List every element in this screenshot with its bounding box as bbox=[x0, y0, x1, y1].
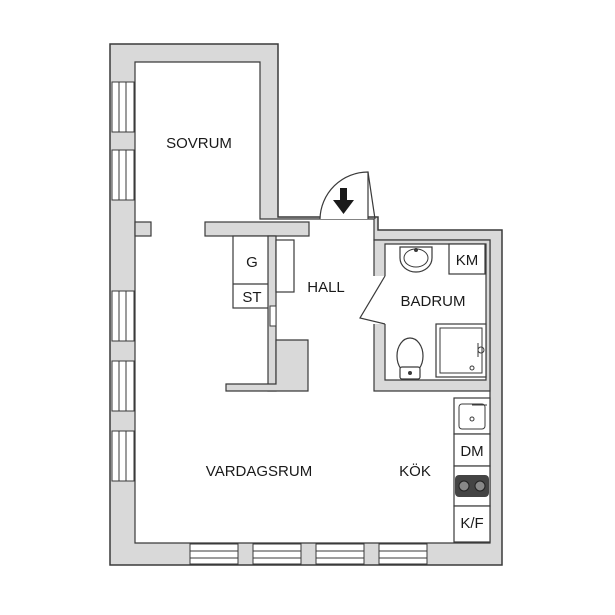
window-left-1 bbox=[111, 81, 135, 133]
room-label-sovrum: SOVRUM bbox=[166, 135, 232, 152]
sovrum-wall bbox=[204, 221, 310, 237]
hall-vardagsrum-wall bbox=[225, 339, 309, 392]
sink-icon bbox=[399, 246, 433, 273]
hall-door-slab bbox=[269, 305, 277, 327]
window-bottom-2 bbox=[252, 543, 302, 565]
fixture-label-tvattmaskin: KM bbox=[456, 252, 479, 269]
window-left-3 bbox=[111, 290, 135, 342]
room-label-vardagsrum: VARDAGSRUM bbox=[206, 463, 312, 480]
fixture-label-stad: ST bbox=[242, 289, 261, 306]
fixture-label-kylfrys: K/F bbox=[460, 515, 483, 532]
bathroom-door-swing bbox=[359, 275, 386, 325]
kitchen-sink-icon bbox=[453, 397, 491, 435]
entry-arrow-icon bbox=[333, 188, 354, 214]
room-label-kok: KÖK bbox=[399, 462, 431, 480]
window-bottom-3 bbox=[315, 543, 365, 565]
room-label-badrum: BADRUM bbox=[400, 293, 465, 310]
room-label-hall: HALL bbox=[307, 279, 345, 296]
window-left-2 bbox=[111, 149, 135, 201]
stove-icon bbox=[453, 465, 491, 507]
fixture-label-diskmaskin: DM bbox=[460, 443, 483, 460]
window-bottom-1 bbox=[189, 543, 239, 565]
window-bottom-4 bbox=[378, 543, 428, 565]
washing-machine bbox=[448, 243, 486, 275]
fridge-freezer bbox=[453, 505, 491, 543]
fixture-label-garderob: G bbox=[246, 254, 258, 271]
shower-icon bbox=[435, 323, 487, 378]
window-left-5 bbox=[111, 430, 135, 482]
window-left-4 bbox=[111, 360, 135, 412]
dishwasher bbox=[453, 433, 491, 467]
sovrum-wall-left-stub bbox=[134, 221, 152, 237]
toilet-icon bbox=[396, 337, 424, 380]
hall-panel bbox=[275, 239, 295, 293]
